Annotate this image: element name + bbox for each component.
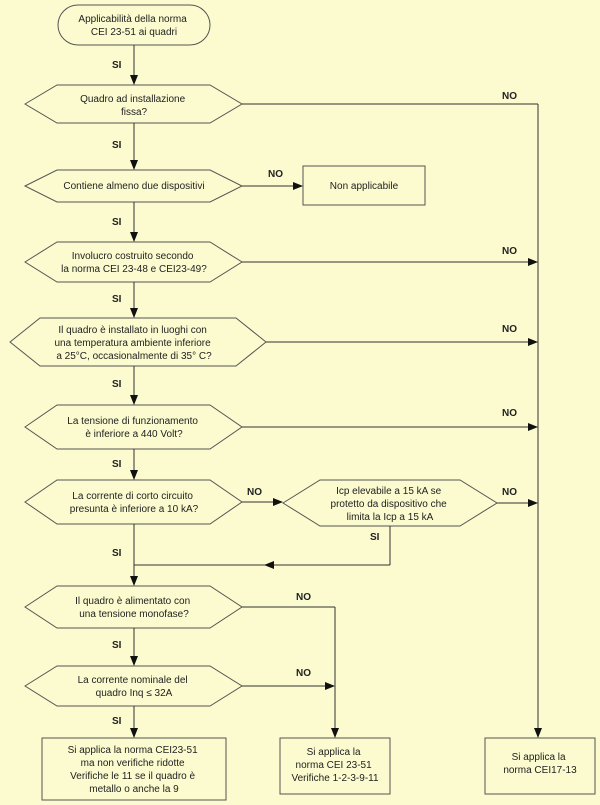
start-terminator — [57, 4, 211, 46]
decision-ambient-temperature-text: Il quadro è installato in luoghi con una… — [55, 325, 214, 362]
label-yes-3: SI — [112, 217, 122, 228]
label-yes-6: SI — [112, 459, 122, 470]
result-box-cei2351-checks — [279, 737, 391, 795]
label-no-1: NO — [502, 91, 517, 102]
decision-voltage — [24, 404, 243, 450]
decision-nominal-current-text: La corrente nominale del quadro Inq ≤ 32… — [78, 675, 191, 699]
label-yes-1: SI — [112, 60, 122, 71]
decision-single-phase — [24, 585, 243, 629]
decision-nominal-current — [24, 665, 243, 707]
label-no-9: NO — [296, 668, 311, 679]
label-no-8: NO — [296, 592, 311, 603]
box-not-applicable — [302, 165, 426, 206]
decision-short-circuit-current-text: La corrente di corto circuito presunta è… — [70, 491, 199, 515]
label-no-6: NO — [247, 487, 262, 498]
label-yes-2: SI — [112, 140, 122, 151]
label-no-3: NO — [502, 246, 517, 257]
decision-icp-15ka-text: Icp elevabile a 15 kA se protetto da dis… — [331, 486, 450, 523]
result-cei2351-reduced-text: Si applica la norma CEI23-51 ma non veri… — [68, 745, 201, 795]
result-box-cei1713 — [484, 737, 596, 795]
label-yes-4: SI — [112, 294, 122, 305]
decision-enclosure-standard-text: Involucro costruito secondo la norma CEI… — [61, 251, 207, 275]
label-yes-5: SI — [112, 379, 122, 390]
decision-fixed-installation-text: Quadro ad installazione fissa? — [80, 94, 188, 118]
decision-single-phase-text: Il quadro è alimentato con una tensione … — [75, 596, 193, 620]
label-no-5: NO — [502, 408, 517, 419]
start-text: Applicabilità della norma CEI 23-51 ai q… — [78, 14, 189, 38]
decision-voltage-text: La tensione di funzionamento è inferiore… — [67, 416, 200, 440]
connectors — [130, 45, 542, 738]
decision-two-devices-text: Contiene almeno due dispositivi — [63, 181, 204, 192]
label-yes-8: SI — [112, 640, 122, 651]
result-cei1713-text: Si applica la norma CEI17-13 — [503, 752, 577, 776]
label-yes-7: SI — [112, 548, 122, 559]
result-box-cei2351-reduced — [41, 737, 227, 801]
result-cei2351-checks-text: Si applica la norma CEI 23-51 Verifiche … — [291, 747, 379, 784]
label-yes-icp: SI — [370, 532, 380, 543]
label-yes-9: SI — [112, 716, 122, 727]
label-no-2: NO — [268, 169, 283, 180]
not-applicable-text: Non applicabile — [330, 181, 399, 192]
label-no-icp: NO — [502, 487, 517, 498]
decision-short-circuit-current — [24, 479, 243, 525]
decision-enclosure-standard — [24, 241, 243, 283]
label-no-4: NO — [502, 324, 517, 335]
